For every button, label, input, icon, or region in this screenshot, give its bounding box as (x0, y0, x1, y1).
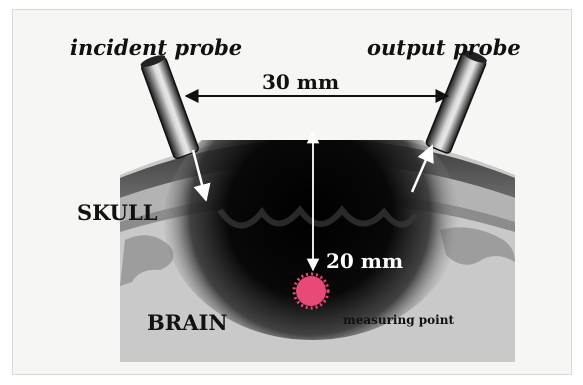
depth-distance-label: 20 mm (326, 249, 403, 273)
incident-probe-label: incident probe (70, 35, 242, 60)
skull-label: SKULL (77, 200, 158, 225)
brain-label: BRAIN (147, 310, 228, 335)
width-distance-label: 30 mm (262, 70, 339, 94)
output-probe-label: output probe (367, 35, 521, 60)
output-probe (425, 48, 488, 154)
measuring-point-label: measuring point (343, 313, 454, 327)
